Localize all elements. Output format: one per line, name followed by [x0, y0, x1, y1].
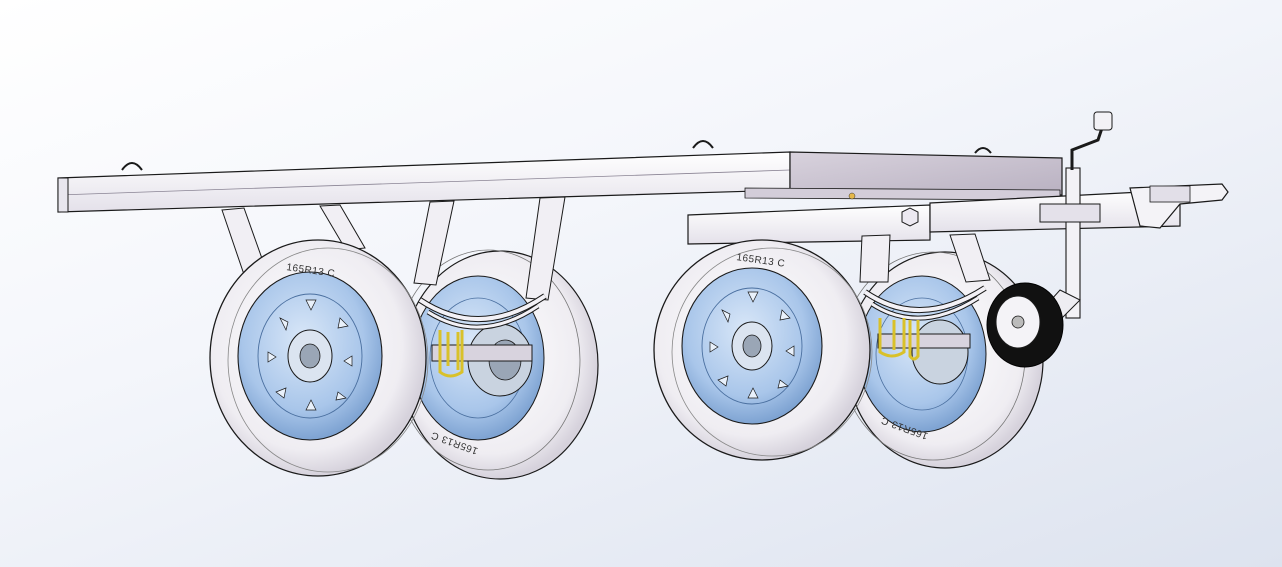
leaf-spring-right[interactable]	[863, 285, 987, 349]
crank-handle[interactable]	[1070, 111, 1113, 170]
chassis-frame[interactable]	[57, 140, 1229, 245]
lifting-eye-icon	[974, 147, 992, 154]
lifting-eye-icon	[692, 140, 714, 149]
lifting-eye-icon	[121, 162, 143, 171]
front-left-wheel[interactable]: 165R13 C	[209, 239, 429, 477]
spring-hangers	[221, 196, 991, 301]
hitch-coupler[interactable]	[1129, 183, 1229, 229]
jockey-wheel[interactable]	[986, 167, 1101, 368]
u-bolts-left[interactable]	[438, 330, 464, 378]
front-right-wheel[interactable]: 165R13 C	[653, 239, 873, 461]
u-bolts-right[interactable]	[878, 318, 920, 361]
